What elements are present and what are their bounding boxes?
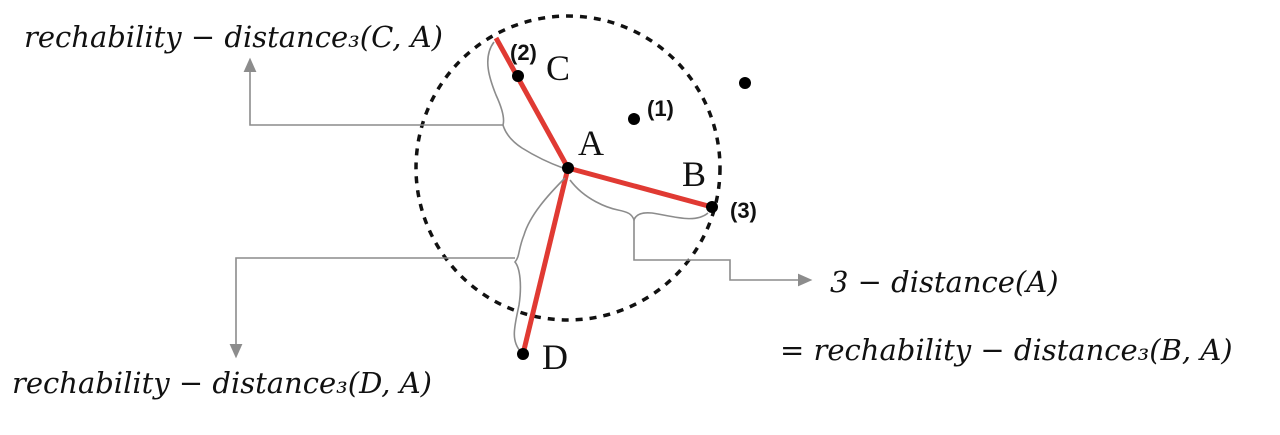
neighborhood-circle [414, 14, 722, 322]
label-reach-c-a: rechability − distance₃(C, A) [24, 20, 443, 54]
marker-2: (2) [510, 40, 537, 65]
label-d: D [542, 337, 568, 377]
point-c [512, 70, 524, 82]
label-reach-d-a: rechability − distance₃(D, A) [12, 366, 432, 400]
point-1 [628, 113, 640, 125]
point-b [706, 201, 718, 213]
leader-arrow-d-a [229, 257, 515, 359]
point-outside [739, 77, 751, 89]
edge-a-b [567, 165, 713, 210]
point-a [562, 162, 574, 174]
label-b: B [682, 154, 706, 194]
brace-d-a [513, 177, 566, 353]
leader-arrow-b-a [633, 220, 813, 287]
marker-1: (1) [647, 96, 674, 121]
marker-3: (3) [730, 198, 757, 223]
edge-a-d [520, 167, 571, 355]
label-k-distance-a: 3 − distance(A) [830, 265, 1059, 299]
label-c: C [546, 48, 570, 88]
edge-a-c [493, 36, 571, 170]
label-a: A [578, 123, 604, 163]
label-reach-b-a: = rechability − distance₃(B, A) [780, 333, 1233, 367]
point-d [517, 348, 529, 360]
leader-arrow-c-a [243, 57, 503, 126]
